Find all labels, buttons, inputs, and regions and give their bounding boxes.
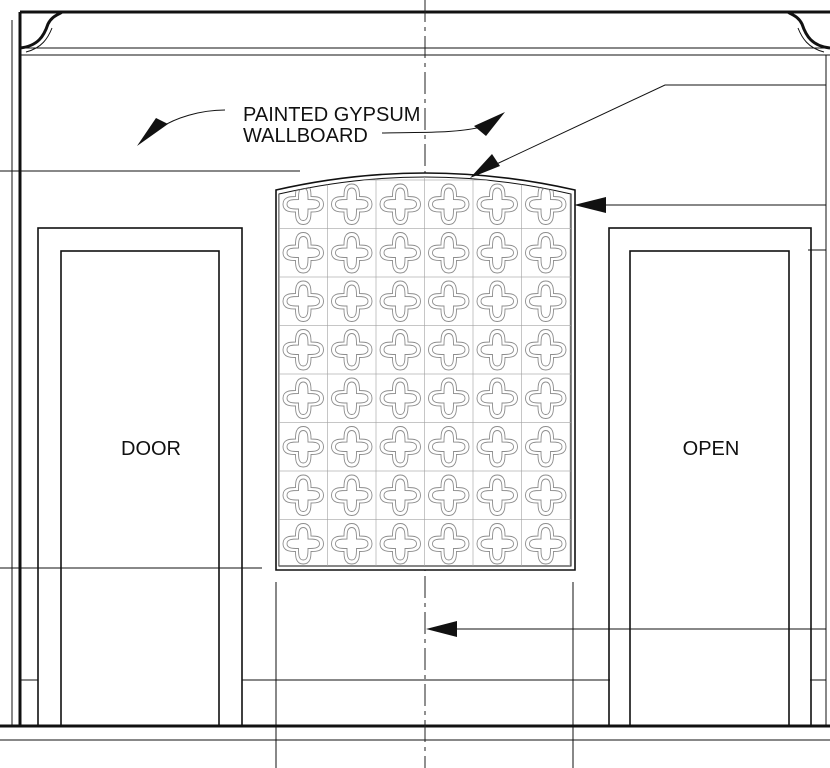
crown-molding (19, 10, 830, 53)
wallboard-note-line1: PAINTED GYPSUM (243, 104, 420, 126)
door-left (37, 227, 243, 727)
tile-panel (275, 172, 576, 571)
open-label: OPEN (683, 438, 740, 460)
opening-right (608, 227, 812, 727)
door-label: DOOR (121, 438, 181, 460)
wallboard-note-line2: WALLBOARD (243, 125, 368, 147)
leader-arrows (137, 84, 826, 637)
